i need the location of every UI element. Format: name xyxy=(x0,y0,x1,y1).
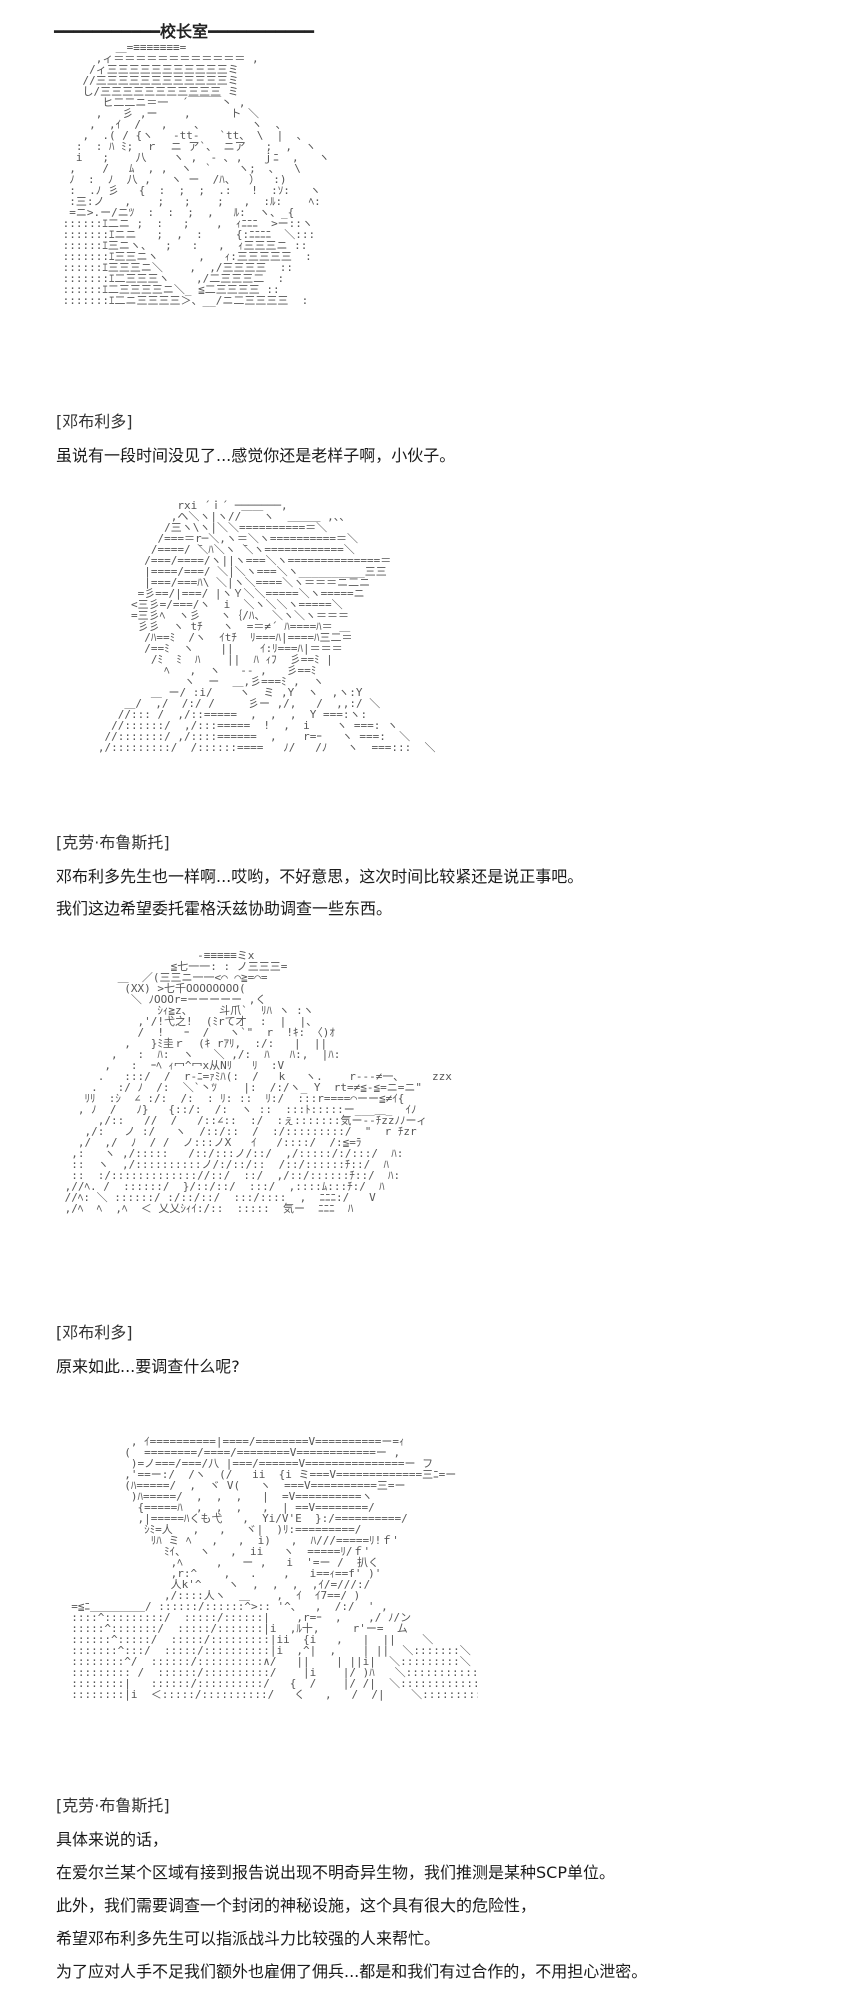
dialogue-line: 虽说有一段时间没见了...感觉你还是老样子啊，小伙子。 xyxy=(56,446,456,465)
dialogue-line: 希望邓布利多先生可以指派战斗力比较强的人来帮忙。 xyxy=(56,1929,441,1948)
ascii-art-dumbledore-2: -≡≡≡≡≡ミx ≦七一一: : ノ三三三= ＿ ／(三三ニ一一<⌒ ⌒≧=⌒=… xyxy=(64,950,452,1215)
dialogue-line: 此外，我们需要调查一个封闭的神秘设施，这个具有很大的危险性， xyxy=(56,1896,537,1915)
dialogue-line: 为了应对人手不足我们额外也雇佣了佣兵...都是和我们有过合作的，不用担心泄密。 xyxy=(56,1962,648,1981)
ascii-art-crow-brewster-2: , ｲ==========|====/========V==========ー=… xyxy=(71,1436,478,1701)
ascii-art-crow-brewster-1: rxi ´ｉ´ ───────, ,ヘ＼ヽ|ヽ//￣￣ヽ ＿＿＿ ,、、 /三ヽ… xyxy=(97,500,436,754)
speaker-label: [克劳·布鲁斯托] xyxy=(56,1796,170,1815)
ascii-art-dumbledore-1: ＿=≡≡≡≡≡≡≡= ,ィ＝＝＝＝＝＝＝＝＝＝＝＝ , /ィ三三三三三三三三三三… xyxy=(62,42,330,307)
speaker-label: [邓布利多] xyxy=(56,412,133,431)
dialogue-line: 具体来说的话， xyxy=(56,1830,169,1849)
speaker-label: [邓布利多] xyxy=(56,1323,133,1342)
dialogue-line: 原来如此...要调查什么呢? xyxy=(56,1357,240,1376)
dialogue-line: 在爱尔兰某个区域有接到报告说出现不明奇异生物，我们推测是某种SCP单位。 xyxy=(56,1863,615,1882)
section-title: ━━━━━━━━━━━校长室━━━━━━━━━━━ xyxy=(54,22,314,41)
dialogue-line: 我们这边希望委托霍格沃兹协助调查一些东西。 xyxy=(56,899,393,918)
speaker-label: [克劳·布鲁斯托] xyxy=(56,833,170,852)
dialogue-line: 邓布利多先生也一样啊...哎哟，不好意思，这次时间比较紧还是说正事吧。 xyxy=(56,867,584,886)
